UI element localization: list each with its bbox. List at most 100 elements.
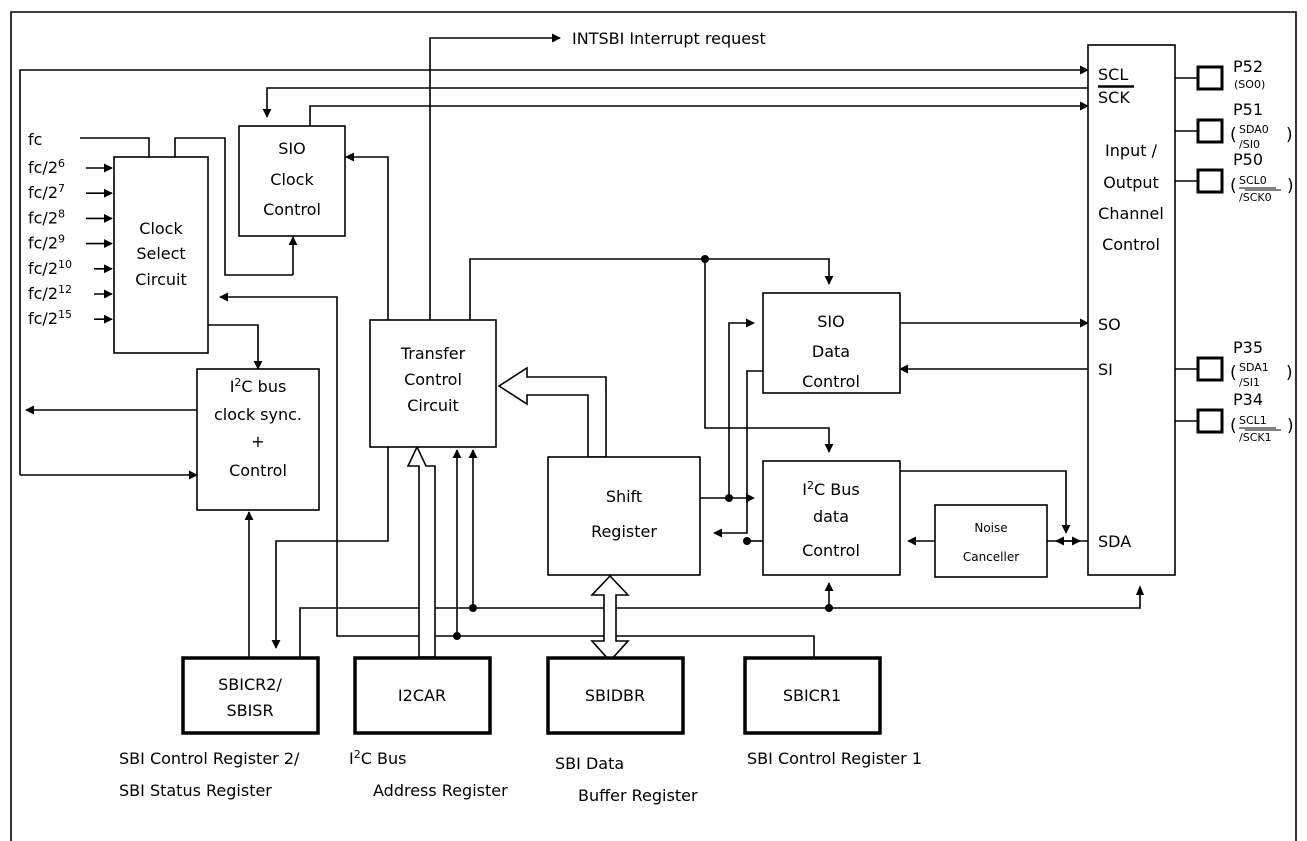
clock-select-line-1: Clock	[139, 219, 183, 238]
pin-p52-name: P52	[1233, 57, 1263, 76]
pin-p34: P34 ( SCL1 /SCK1 )	[1196, 390, 1294, 444]
sio-data-control: SIO Data Control	[762, 292, 901, 394]
pin-p34-paren-left: (	[1230, 416, 1237, 436]
i2c-data-line-3: Control	[802, 541, 860, 560]
clock-input-fc-2-12: fc/212	[28, 283, 72, 303]
pin-p35-name: P35	[1233, 338, 1263, 357]
noise-canceller-line-2: Canceller	[963, 550, 1019, 564]
caption-sbidbr-line-2: Buffer Register	[578, 786, 698, 805]
caption-sbicr2-line-1: SBI Control Register 2/	[119, 749, 300, 768]
sbicr1-label: SBICR1	[783, 686, 841, 705]
pin-p50-paren-right: )	[1287, 176, 1294, 196]
shift-register-line-2: Register	[591, 522, 657, 541]
register-captions: SBI Control Register 2/ SBI Status Regis…	[119, 748, 922, 805]
clock-input-fc: fc	[28, 130, 42, 149]
io-control-line-3: Channel	[1098, 204, 1164, 223]
pin-p51-alt-1: SDA0	[1239, 123, 1269, 136]
io-control-line-1: Input /	[1105, 141, 1158, 160]
pin-p34-paren-right: )	[1287, 416, 1294, 436]
sbidbr-label: SBIDBR	[585, 686, 645, 705]
interrupt-request-label: INTSBI Interrupt request	[572, 29, 766, 48]
pin-p35-alt-2: /SI1	[1239, 376, 1260, 389]
io-so-label: SO	[1098, 315, 1121, 334]
transfer-line-3: Circuit	[407, 396, 459, 415]
transfer-line-2: Control	[404, 370, 462, 389]
i2car-label: I2CAR	[398, 686, 446, 705]
clock-input-fc-2-10: fc/210	[28, 258, 72, 278]
clock-select-line-2: Select	[136, 244, 185, 263]
io-channel-control: SCL SCK Input / Output Channel Control S…	[1087, 44, 1176, 576]
i2c-bus-data-control: I2C Bus data Control	[762, 460, 901, 576]
junction-dots	[453, 255, 833, 640]
wires	[19, 33, 1198, 657]
shift-register-line-1: Shift	[606, 487, 642, 506]
register-sbidbr: SBIDBR	[546, 656, 685, 735]
pin-p34-name: P34	[1233, 390, 1263, 409]
sio-data-line-1: SIO	[817, 312, 844, 331]
io-scl-label: SCL	[1098, 65, 1128, 84]
clock-input-fc-2-6: fc/26	[28, 157, 65, 177]
shift-register: Shift Register	[547, 456, 701, 576]
clock-input-labels: fc fc/26 fc/27 fc/28 fc/29 fc/210 fc/212 fc/21…	[28, 130, 113, 328]
pin-p51-paren-left: (	[1230, 125, 1237, 145]
pin-p51-paren-right: )	[1286, 125, 1293, 145]
sio-clock-line-1: SIO	[278, 139, 305, 158]
io-sck-label: SCK	[1098, 88, 1130, 107]
sio-clock-line-3: Control	[263, 200, 321, 219]
bus-arrow-shift-sbidbr	[590, 574, 630, 663]
register-sbicr2: SBICR2/ SBISR	[181, 656, 320, 735]
pin-p50-alt-2: /SCK0	[1239, 191, 1272, 204]
clock-input-fc-2-7: fc/27	[28, 182, 65, 202]
pin-p35-paren-left: (	[1230, 363, 1237, 383]
i2c-data-line-1: I2C Bus	[802, 479, 859, 499]
caption-i2car-line-1: I2C Bus	[349, 748, 406, 768]
pin-p35-alt-1: SDA1	[1239, 361, 1269, 374]
sio-clock-line-2: Clock	[270, 170, 314, 189]
sio-data-line-3: Control	[802, 372, 860, 391]
pin-p35-paren-right: )	[1286, 363, 1293, 383]
noise-canceller: Noise Canceller	[934, 504, 1048, 578]
caption-i2car-line-2: Address Register	[373, 781, 508, 800]
i2c-sync-line-4: Control	[229, 461, 287, 480]
clock-input-fc-2-9: fc/29	[28, 233, 65, 253]
register-i2car: I2CAR	[353, 656, 492, 735]
i2c-sync-line-2: clock sync.	[214, 405, 302, 424]
caption-sbidbr-line-1: SBI Data	[555, 754, 624, 773]
transfer-line-1: Transfer	[400, 344, 466, 363]
pin-p50: P50 ( SCL0 /SCK0 )	[1196, 150, 1294, 204]
pin-p34-alt-1: SCL1	[1239, 414, 1267, 427]
register-sbicr1: SBICR1	[743, 656, 882, 735]
io-control-line-2: Output	[1103, 173, 1159, 192]
io-si-label: SI	[1098, 360, 1113, 379]
pin-p52-alt: (SO0)	[1234, 78, 1265, 91]
pin-p52: P52 (SO0)	[1196, 57, 1265, 91]
sbicr2-line-2: SBISR	[226, 701, 273, 720]
pin-p51-alt-2: /SI0	[1239, 138, 1260, 151]
bus-arrow-shift-to-transfer	[497, 366, 607, 458]
i2c-data-line-2: data	[813, 507, 849, 526]
i2c-bus-clock-sync-control: I2C bus clock sync. + Control	[196, 368, 320, 511]
clock-input-fc-2-15: fc/215	[28, 308, 72, 328]
io-sda-label: SDA	[1098, 532, 1131, 551]
bus-arrow-i2car-to-transfer	[406, 445, 436, 658]
transfer-control-circuit: Transfer Control Circuit	[369, 319, 497, 448]
clock-input-fc-2-8: fc/28	[28, 207, 65, 227]
caption-sbicr2-line-2: SBI Status Register	[119, 781, 272, 800]
sbicr2-line-1: SBICR2/	[218, 675, 282, 694]
pin-p50-alt-1: SCL0	[1239, 174, 1267, 187]
pin-p34-alt-2: /SCK1	[1239, 431, 1272, 444]
io-control-line-4: Control	[1102, 235, 1160, 254]
pin-p51-name: P51	[1233, 100, 1263, 119]
noise-canceller-line-1: Noise	[974, 521, 1007, 535]
clock-select-line-3: Circuit	[135, 270, 187, 289]
i2c-sync-line-1: I2C bus	[230, 376, 287, 396]
i2c-sync-line-3: +	[251, 432, 264, 451]
sio-clock-control: SIO Clock Control	[238, 125, 346, 237]
pin-p50-paren-left: (	[1230, 176, 1237, 196]
pin-p50-name: P50	[1233, 150, 1263, 169]
clock-select-circuit: Clock Select Circuit	[113, 156, 209, 354]
diagram-frame	[10, 11, 1297, 841]
pin-p35: P35 ( SDA1 /SI1 )	[1196, 338, 1293, 389]
sio-data-line-2: Data	[812, 342, 850, 361]
